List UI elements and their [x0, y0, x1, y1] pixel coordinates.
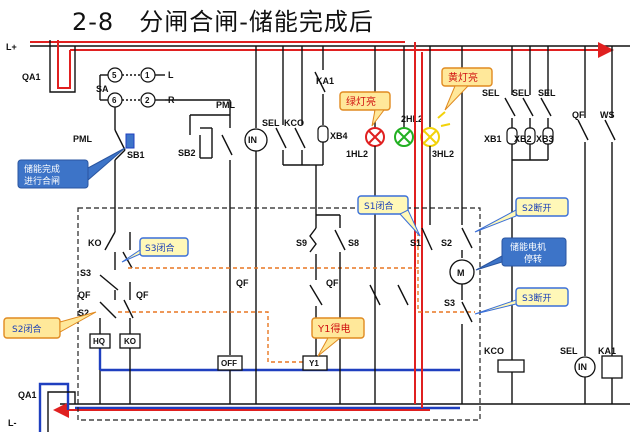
lamp-3hl2-label: 3HL2 [432, 149, 454, 159]
callout-yellow-lamp: 黄灯亮 [441, 67, 493, 111]
y1-coil [302, 355, 328, 371]
y1-label: Y1 [309, 359, 319, 368]
kco-label-2: KCO [484, 346, 504, 356]
sb1-label: SB1 [127, 150, 145, 160]
negative-bus [38, 382, 630, 432]
in-indicator-1 [244, 46, 268, 404]
ka1-bottom-label: KA1 [598, 346, 616, 356]
callout-motor-stop: 储能电机 停转 [475, 237, 567, 271]
callout-s3-closed-text: S3闭合 [145, 242, 174, 254]
s8-label: S8 [348, 238, 359, 248]
ko-label: KO [88, 238, 102, 248]
sel-b-label: SEL [512, 88, 530, 98]
sa-label: SA [96, 84, 109, 94]
ko-coil [119, 333, 141, 349]
pml-left-label: PML [73, 134, 93, 144]
off-coil [217, 355, 243, 371]
kco-label-1: KCO [284, 118, 304, 128]
lamp-1hl2-label: 1HL2 [346, 149, 368, 159]
qa1-bottom-label: QA1 [18, 390, 37, 400]
qf-mid-label: QF [136, 290, 149, 300]
callout-storage-done: 储能完成 进行合闸 [17, 147, 126, 189]
xb1-label: XB1 [484, 134, 502, 144]
qa1-top-label: QA1 [22, 72, 41, 82]
lamp-1hl2-red [365, 46, 385, 404]
l-plus-label: L+ [6, 42, 17, 52]
callout-s3-open-text: S3断开 [522, 292, 551, 304]
sa-terminal-2: 2 [145, 96, 150, 105]
breaker-mechanism-frame [77, 207, 481, 421]
motor-branch [421, 46, 475, 404]
ka1-top-label: KA1 [316, 76, 334, 86]
off-label: OFF [221, 359, 237, 368]
callout-green-lamp-text: 绿灯亮 [346, 95, 376, 108]
sel-label-2: SEL [560, 346, 578, 356]
sel-label-1: SEL [262, 118, 280, 128]
sa-terminal-1: 1 [145, 71, 150, 80]
xb2-label: XB2 [514, 134, 532, 144]
sel-c-label: SEL [538, 88, 556, 98]
s1-label: S1 [410, 238, 421, 248]
sa-terminal-6: 6 [112, 96, 117, 105]
lamp-3hl2-yellow [420, 46, 451, 147]
qf-right-label: QF [572, 110, 585, 120]
hq-coil [89, 333, 111, 349]
s9-label: S9 [296, 238, 307, 248]
sb1-pushbutton [114, 129, 135, 161]
qf-left-label: QF [78, 290, 91, 300]
sel-kco-contacts [275, 46, 310, 166]
callout-y1-on-text: Y1得电 [317, 322, 350, 335]
l-minus-label: L- [8, 418, 17, 428]
callout-s3-open: S3断开 [474, 287, 569, 315]
s2-right-label: S2 [441, 238, 452, 248]
s2-left-label: S2 [78, 308, 89, 318]
callout-y1-on: Y1得电 [311, 317, 365, 357]
hq-label: HQ [93, 337, 105, 346]
callout-s2-closed: S2闭合 [3, 311, 97, 339]
pml-top-label: PML [216, 100, 236, 110]
qf-mid3-label: QF [326, 278, 339, 288]
callout-storage-line1: 储能完成 [24, 163, 60, 175]
in-label-2: IN [578, 362, 587, 372]
callout-motor-line1: 储能电机 [510, 241, 546, 253]
ws-label: WS [600, 110, 615, 120]
callout-s2-open: S2断开 [474, 197, 569, 233]
sb2-label: SB2 [178, 148, 196, 158]
sa-l-label: L [168, 70, 174, 80]
callout-storage-line2: 进行合闸 [24, 175, 60, 187]
lamp-2hl2-green [394, 46, 414, 147]
lamp-2hl2-label: 2HL2 [401, 114, 423, 124]
callout-s1-closed: S1闭合 [357, 195, 421, 237]
sa-selector-switch [99, 67, 165, 108]
motor-label: M [457, 268, 465, 278]
sb2-pml-branch [165, 99, 233, 404]
callout-s1-closed-text: S1闭合 [364, 200, 393, 212]
callout-green-lamp: 绿灯亮 [339, 91, 391, 127]
sa-terminal-5: 5 [112, 71, 117, 80]
mechanical-linkage [118, 232, 475, 363]
xb3-label: XB3 [536, 134, 554, 144]
callout-s2-closed-text: S2闭合 [12, 323, 41, 335]
callout-s3-closed: S3闭合 [121, 237, 189, 263]
callout-s2-open-text: S2断开 [522, 202, 551, 214]
page-title: 2-8 分闸合闸-储能完成后 [72, 8, 374, 36]
qf-mid2-label: QF [236, 278, 249, 288]
in-label-1: IN [248, 135, 257, 145]
xb4-label: XB4 [330, 131, 348, 141]
callout-motor-line2: 停转 [524, 253, 542, 265]
left-branch [98, 107, 460, 404]
ko-coil-label: KO [124, 337, 136, 346]
s3-left-label: S3 [80, 268, 91, 278]
ka1-xb4-branch [310, 46, 329, 215]
s3-right-label: S3 [444, 298, 455, 308]
callout-yellow-lamp-text: 黄灯亮 [448, 71, 478, 84]
sel-a-label: SEL [482, 88, 500, 98]
